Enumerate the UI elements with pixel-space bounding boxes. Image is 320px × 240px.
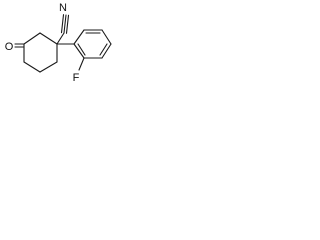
nitrile-single-bond	[56, 32, 65, 45]
nitrile-triple-bond-a	[63, 14, 67, 34]
ring-bond-5	[39, 61, 58, 73]
chemical-structure-diagram: N O F	[5, 2, 112, 84]
nitrile-group	[56, 14, 70, 45]
fluorine-bond	[78, 57, 85, 71]
aryl-bond-1	[73, 29, 85, 45]
aryl-bond-4	[101, 43, 112, 59]
cyclohexanone-ring	[23, 32, 58, 73]
nitrile-triple-bond-c	[65, 14, 70, 34]
aryl-double-3	[77, 43, 86, 56]
aryl-double-2	[99, 43, 108, 56]
fluorine-label: F	[73, 72, 80, 84]
ring-bond-1	[39, 32, 58, 45]
aryl-bond-6	[73, 43, 85, 59]
fluorophenyl-ring	[73, 29, 112, 59]
ketone-o-label: O	[5, 41, 14, 53]
ketone-group	[14, 43, 25, 48]
nitrile-triple-bond-b	[60, 14, 65, 34]
aryl-bond-3	[101, 29, 112, 45]
nitrile-n-label: N	[59, 2, 67, 14]
ring-bond-2	[23, 32, 41, 45]
ring-bond-4	[23, 61, 41, 73]
